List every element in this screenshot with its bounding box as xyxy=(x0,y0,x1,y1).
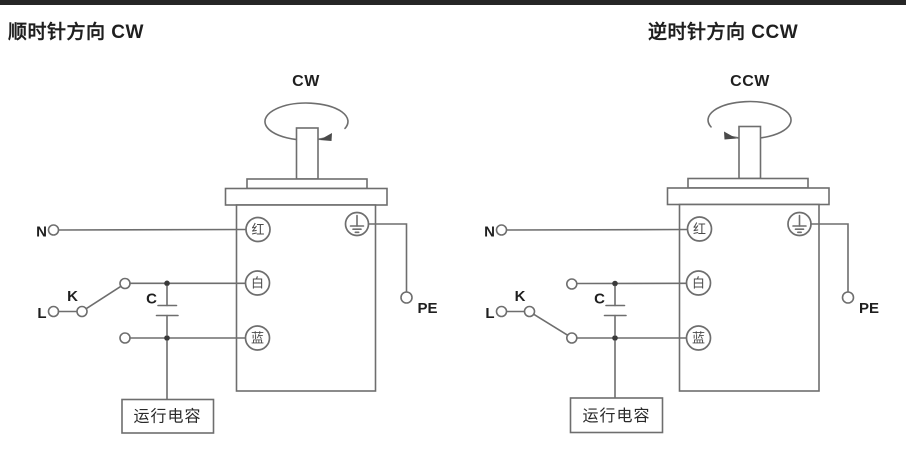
blue-terminal-label: 蓝 xyxy=(251,331,264,346)
l-label: L xyxy=(485,305,494,322)
white-terminal xyxy=(685,270,712,296)
switch-upper-contact xyxy=(565,278,578,290)
switch-pivot-node xyxy=(523,305,536,318)
cw-diagram-title: 顺时针方向 CW xyxy=(8,22,144,43)
junction-dot-bottom xyxy=(164,335,170,341)
white-terminal xyxy=(244,270,271,296)
red-terminal xyxy=(686,216,713,242)
junction-dot-top xyxy=(164,280,170,287)
red-terminal-label: 红 xyxy=(693,222,706,237)
junction-dot-top xyxy=(612,280,618,287)
pe-label: PE xyxy=(418,300,438,317)
running-capacitor-box xyxy=(569,397,664,434)
switch-arm-to-upper xyxy=(85,285,122,310)
motor-lower-flange xyxy=(666,187,830,206)
red-terminal-label: 红 xyxy=(251,222,264,237)
n-label: N xyxy=(36,224,47,241)
ccw-rotation-arrowhead-icon xyxy=(724,131,737,140)
blue-terminal xyxy=(685,325,712,351)
cw-rotation-label: CW xyxy=(292,73,320,90)
running-capacitor-label: 运行电容 xyxy=(582,407,650,425)
n-wire xyxy=(58,228,247,231)
l-terminal-node xyxy=(47,305,60,318)
cw-rotation-arrowhead-icon xyxy=(319,133,332,141)
pe-wire xyxy=(810,223,849,293)
k-label: K xyxy=(515,288,526,305)
motor-shaft xyxy=(295,127,319,180)
n-terminal-node xyxy=(47,224,60,236)
white-terminal-label: 白 xyxy=(692,276,705,291)
switch-lower-contact xyxy=(565,332,578,344)
ccw-diagram-title: 逆时针方向 CCW xyxy=(648,22,799,43)
l-terminal-node xyxy=(495,305,508,318)
earth-ground-icon xyxy=(349,214,365,234)
running-capacitor-box xyxy=(121,398,215,434)
ccw-rotation-label: CCW xyxy=(730,73,770,90)
white-terminal-label: 白 xyxy=(251,276,264,291)
n-terminal-node xyxy=(495,224,508,236)
running-capacitor-label: 运行电容 xyxy=(133,408,201,426)
pe-label: PE xyxy=(859,300,879,317)
earth-ground-icon xyxy=(792,214,807,234)
n-wire xyxy=(506,228,689,231)
c-label: C xyxy=(594,291,605,308)
switch-lower-contact xyxy=(119,332,131,344)
l-label: L xyxy=(37,305,46,322)
switch-pivot-node xyxy=(76,305,88,318)
motor-lower-flange xyxy=(224,187,388,206)
ccw-diagram: CCW N 红 L K xyxy=(484,73,879,434)
cw-rotation-arrow-arc xyxy=(264,102,349,141)
n-label: N xyxy=(484,224,495,241)
top-divider-bar xyxy=(0,0,906,5)
c-label: C xyxy=(146,291,157,308)
pe-terminal-node xyxy=(400,291,413,304)
motor-upper-flange xyxy=(246,178,368,190)
cw-diagram: CW N 红 L K xyxy=(36,73,438,434)
switch-arm-to-lower xyxy=(532,313,569,337)
junction-dot-bottom xyxy=(612,335,618,341)
red-terminal xyxy=(245,216,271,243)
pe-terminal-node xyxy=(841,291,855,304)
motor-upper-flange xyxy=(687,177,809,189)
k-label: K xyxy=(67,288,78,305)
blue-terminal-label: 蓝 xyxy=(692,331,705,346)
ccw-rotation-arrow-arc xyxy=(707,100,792,140)
motor-shaft xyxy=(738,125,762,180)
blue-terminal xyxy=(244,325,271,351)
switch-upper-contact xyxy=(119,277,131,290)
pe-wire xyxy=(367,223,408,293)
